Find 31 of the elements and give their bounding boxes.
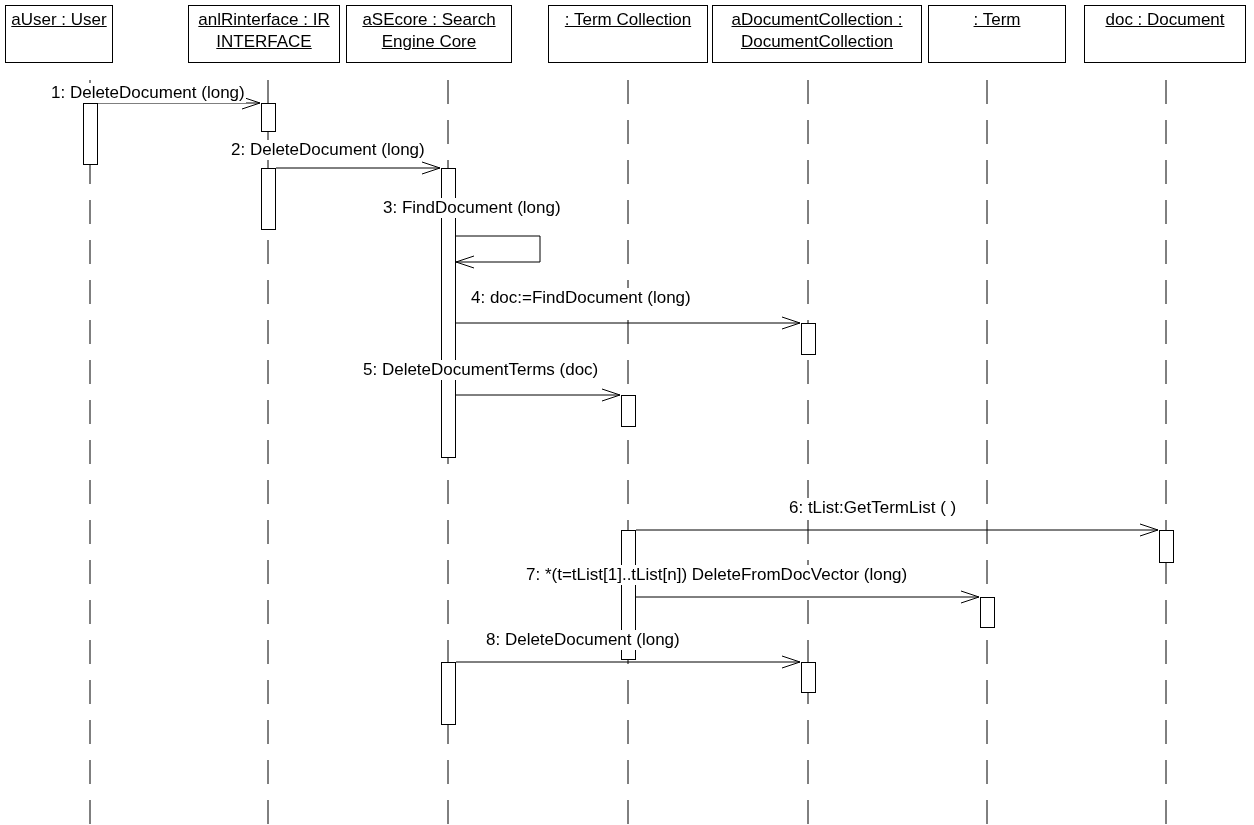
- object-box: aDocumentCollection : DocumentCollection: [712, 5, 922, 63]
- activation-bar: [83, 103, 98, 165]
- message-arrow: [455, 655, 801, 669]
- object-box: aUser : User: [5, 5, 113, 63]
- message-arrow: [635, 523, 1159, 537]
- message-arrow: [455, 235, 541, 269]
- object-box: : Term: [928, 5, 1066, 63]
- object-box: doc : Document: [1084, 5, 1246, 63]
- message-label: 5: DeleteDocumentTerms (doc): [362, 360, 600, 380]
- message-arrow: [455, 388, 621, 402]
- object-box: anlRinterface : IR INTERFACE: [188, 5, 340, 63]
- activation-bar: [980, 597, 995, 628]
- activation-bar: [1159, 530, 1174, 563]
- message-label: 1: DeleteDocument (long): [50, 83, 246, 103]
- message-label: 4: doc:=FindDocument (long): [470, 288, 692, 308]
- message-arrow: [275, 161, 441, 175]
- object-box: aSEcore : Search Engine Core: [346, 5, 512, 63]
- activation-bar: [261, 103, 276, 132]
- message-label: 3: FindDocument (long): [382, 198, 562, 218]
- activation-bar: [801, 323, 816, 355]
- message-label: 2: DeleteDocument (long): [230, 140, 426, 160]
- message-label: 8: DeleteDocument (long): [485, 630, 681, 650]
- message-arrow: [635, 590, 980, 604]
- message-label: 6: tList:GetTermList ( ): [788, 498, 958, 518]
- activation-bar: [441, 662, 456, 725]
- activation-bar: [261, 168, 276, 230]
- message-label: 7: *(t=tList[1]..tList[n]) DeleteFromDocVector (long): [525, 565, 909, 585]
- message-arrow: [455, 316, 801, 330]
- object-box: : Term Collection: [548, 5, 708, 63]
- activation-bar: [801, 662, 816, 693]
- activation-bar: [621, 395, 636, 427]
